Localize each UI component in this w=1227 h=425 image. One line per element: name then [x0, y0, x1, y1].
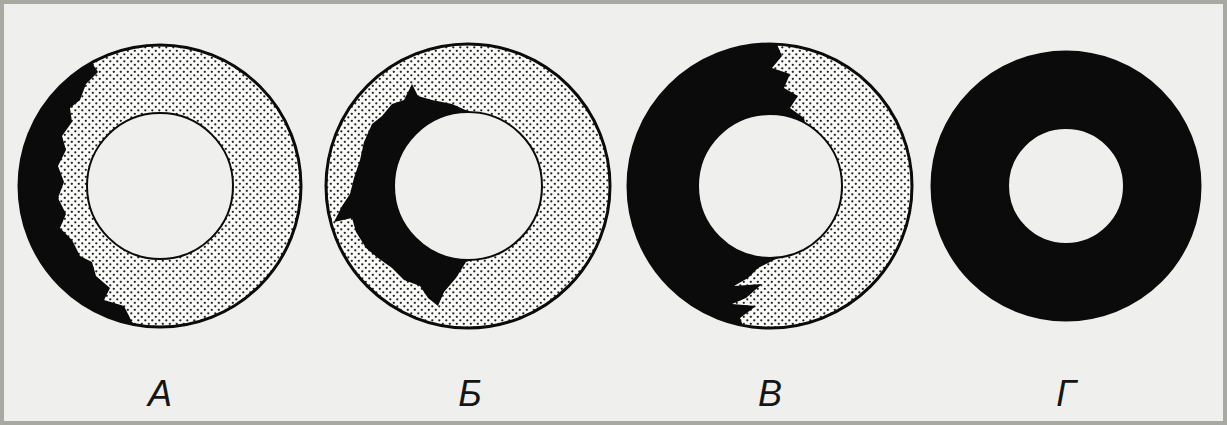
- outer-outline: [326, 44, 610, 328]
- inner-hole: [87, 113, 233, 259]
- figure-letter: Г: [1056, 374, 1076, 414]
- stem-ring: [326, 44, 610, 328]
- stem-ring: [620, 0, 912, 425]
- inner-hole: [698, 114, 842, 258]
- figure-letter: В: [758, 374, 782, 414]
- outer-outline: [932, 52, 1200, 320]
- outer-outline: [19, 45, 301, 327]
- inner-hole: [1008, 128, 1124, 244]
- outer-outline: [628, 44, 912, 328]
- inner-hole: [394, 112, 542, 260]
- figure-letter: А: [148, 374, 172, 414]
- stem-ring: [900, 0, 1227, 425]
- figure-letter: Б: [458, 374, 481, 414]
- stem-ring: [0, 0, 301, 425]
- dark-tissue: [900, 0, 1227, 425]
- stippled-tissue: [326, 44, 610, 328]
